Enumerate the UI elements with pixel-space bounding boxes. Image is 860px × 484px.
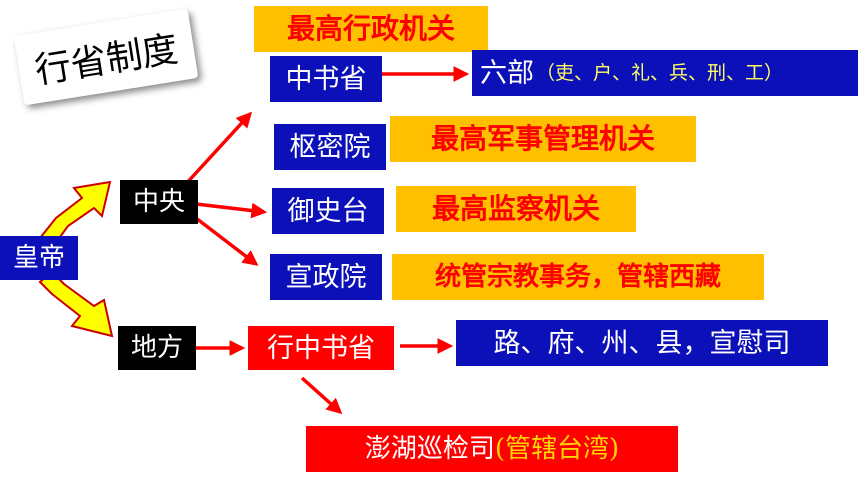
liubu-box: 六部 （吏、户、礼、兵、刑、工） (472, 50, 858, 96)
xuanzheng-role-label: 统管宗教事务，管辖西藏 (392, 254, 764, 300)
yushi-role-label: 最高监察机关 (396, 186, 636, 232)
penghu-label: 澎湖巡检司 (364, 434, 495, 464)
shumi-box: 枢密院 (274, 124, 386, 170)
lu-fu-zhou-xian-box: 路、府、州、县，宣慰司 (456, 320, 828, 366)
penghu-note: (管辖台湾) (494, 434, 620, 464)
central-box: 中央 (120, 180, 198, 224)
liubu-label: 六部 (480, 57, 534, 89)
yushi-box: 御史台 (272, 188, 384, 234)
liubu-detail: （吏、户、礼、兵、刑、工） (536, 61, 784, 84)
central-to-xuanzheng-arrow (186, 210, 259, 266)
penghu-box: 澎湖巡检司 (管辖台湾) (306, 426, 678, 472)
central-to-shumi-arrow (182, 111, 253, 188)
shumi-role-label: 最高军事管理机关 (390, 116, 696, 162)
central-to-yushi-arrow (195, 202, 268, 219)
diagram-title: 行省制度 (13, 8, 199, 106)
emperor-to-local-arrow (38, 270, 114, 338)
xuanzheng-box: 宣政院 (270, 254, 382, 300)
xingzhongshu-to-penghu-arrow (300, 376, 343, 415)
zhongshu-role-label: 最高行政机关 (254, 6, 488, 52)
emperor-box: 皇帝 (0, 236, 78, 280)
zhongshu-box: 中书省 (270, 56, 382, 102)
local-box: 地方 (118, 326, 196, 370)
xingzhongshu-box: 行中书省 (248, 326, 394, 370)
